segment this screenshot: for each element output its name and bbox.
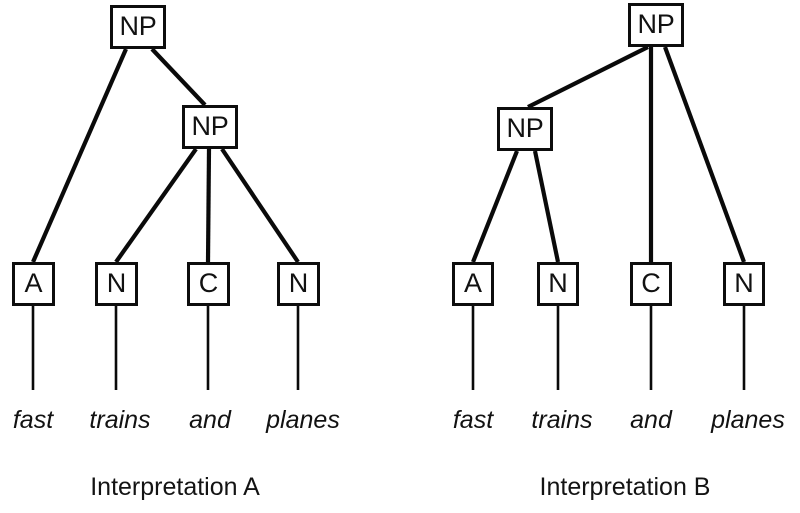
tree-b-node-leaf-a[interactable]: A xyxy=(452,262,494,306)
tree-a-node-root-np-label: NP xyxy=(119,10,157,41)
tree-b-node-leaf-n1-label: N xyxy=(548,267,568,298)
tree-b-word-and: and xyxy=(630,406,672,434)
tree-a-edge-group xyxy=(31,47,300,390)
tree-a-caption: Interpretation A xyxy=(90,473,260,501)
tree-a-word-and: and xyxy=(189,406,231,434)
tree-b-node-leaf-a-label: A xyxy=(463,267,482,298)
tree-a-node-root-np[interactable]: NP xyxy=(110,5,166,49)
tree-a-node-leaf-n1-label: N xyxy=(106,267,127,298)
tree-a-edge-innerNP-to-C xyxy=(205,148,212,263)
tree-b-word-fast: fast xyxy=(452,406,494,434)
tree-b-edge-root-to-innerNP xyxy=(527,45,649,109)
tree-b-node-inner-np-label: NP xyxy=(506,112,544,143)
tree-a-node-leaf-n1[interactable]: N xyxy=(95,262,138,306)
tree-b-edge-innerNP-to-A xyxy=(471,150,519,263)
tree-b-node-leaf-c-label: C xyxy=(641,267,661,298)
tree-a-node-leaf-n2[interactable]: N xyxy=(277,262,320,306)
tree-a-edge-root-to-innerNP xyxy=(150,47,207,107)
tree-a-word-planes: planes xyxy=(266,406,340,434)
tree-b-edge-innerNP-to-N1 xyxy=(532,150,561,263)
tree-a-node-leaf-c-label: C xyxy=(198,267,219,298)
tree-a-node-leaf-a[interactable]: A xyxy=(12,262,55,306)
tree-a-node-leaf-c[interactable]: C xyxy=(187,262,230,306)
tree-b-node-root-np[interactable]: NP xyxy=(628,3,684,47)
tree-a-edge-innerNP-to-N2 xyxy=(220,147,300,264)
tree-b-word-trains: trains xyxy=(531,406,593,434)
tree-a-word-fast: fast xyxy=(12,406,54,434)
tree-b-caption: Interpretation B xyxy=(539,473,711,501)
tree-a-node-inner-np[interactable]: NP xyxy=(182,105,238,149)
tree-b-word-planes: planes xyxy=(711,406,785,434)
tree-b-node-leaf-c[interactable]: C xyxy=(630,262,672,306)
tree-b-node-leaf-n1[interactable]: N xyxy=(537,262,579,306)
tree-a-edge-root-to-A xyxy=(31,48,128,263)
tree-b-edge-root-to-N2 xyxy=(663,46,746,263)
tree-a-edge-innerNP-to-N1 xyxy=(114,147,198,264)
tree-b-node-inner-np[interactable]: NP xyxy=(497,107,553,151)
tree-b-node-leaf-n2[interactable]: N xyxy=(723,262,765,306)
tree-a-node-leaf-n2-label: N xyxy=(288,267,309,298)
tree-a-node-leaf-a-label: A xyxy=(24,267,43,298)
tree-b-node-leaf-n2-label: N xyxy=(734,267,754,298)
tree-b-edge-group xyxy=(471,45,746,390)
tree-b-node-root-np-label: NP xyxy=(637,8,675,39)
tree-a-node-inner-np-label: NP xyxy=(191,110,229,141)
tree-a-word-trains: trains xyxy=(89,406,151,434)
